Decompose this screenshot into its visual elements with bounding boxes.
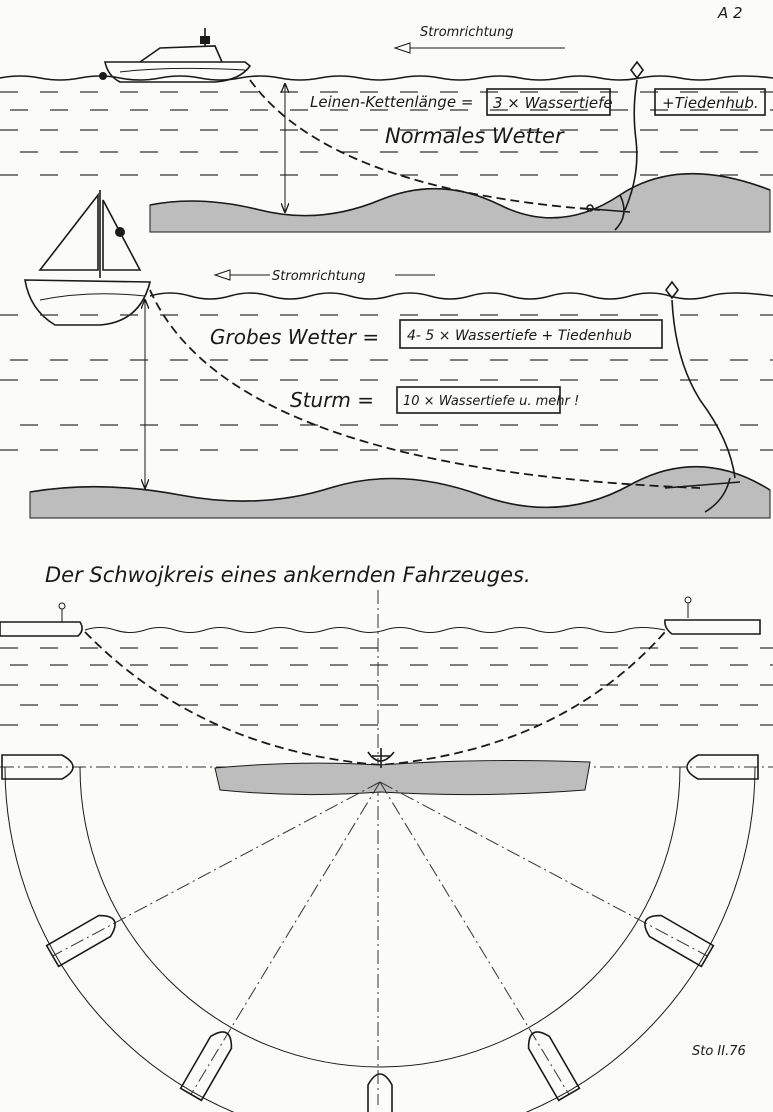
outer-swing-arc bbox=[4, 766, 756, 1112]
boat-right-icon bbox=[664, 596, 761, 635]
water-surface bbox=[84, 627, 666, 633]
water-surface bbox=[149, 292, 773, 300]
inner-swing-arc bbox=[79, 766, 681, 1068]
tide-box bbox=[654, 88, 766, 116]
rough-weather-label: Grobes Wetter = bbox=[210, 325, 379, 349]
boat-left-icon bbox=[0, 602, 83, 637]
sheet-label: A 2 bbox=[717, 4, 743, 22]
swinging-boat-icon bbox=[686, 754, 759, 780]
radial-line bbox=[379, 781, 570, 1095]
current-arrow-icon bbox=[213, 269, 435, 281]
chain-length-label: Leinen-Kettenlänge = bbox=[310, 93, 473, 111]
sailboat-icon bbox=[24, 190, 152, 326]
normal-weather-title: Normales Wetter bbox=[385, 124, 565, 148]
swinging-boat-icon bbox=[367, 1073, 393, 1112]
anchor-chain bbox=[84, 631, 666, 766]
anchor-chain bbox=[249, 79, 601, 211]
swinging-boat-icon bbox=[527, 1031, 581, 1102]
tide-label: +Tiedenhub. bbox=[662, 94, 759, 112]
anchor-icon bbox=[367, 748, 395, 768]
buoy-icon bbox=[665, 280, 736, 479]
swinging-boat-icon bbox=[644, 914, 715, 968]
radial-line bbox=[379, 781, 708, 957]
swinging-boat-icon bbox=[179, 1031, 233, 1102]
swing-arcs bbox=[1, 754, 759, 1112]
formula-box bbox=[486, 88, 611, 116]
swinging-boat-icon bbox=[45, 914, 116, 968]
water-dashes bbox=[0, 647, 773, 726]
section-rough-weather: Stromrichtung Grobes Wetter = 4- 5 × Was… bbox=[0, 190, 773, 519]
storm-formula-box bbox=[396, 386, 561, 414]
water-dashes bbox=[0, 314, 773, 451]
water-dashes bbox=[0, 91, 773, 176]
anchor-icon bbox=[579, 194, 631, 231]
storm-formula-value: 10 × Wassertiefe u. mehr ! bbox=[403, 394, 579, 409]
section-normal-weather: Stromrichtung bbox=[0, 25, 773, 233]
anchor-icon bbox=[664, 477, 741, 513]
formula-value: 3 × Wassertiefe bbox=[493, 94, 613, 112]
anchor-chain bbox=[149, 289, 701, 489]
seabed bbox=[214, 760, 591, 796]
radial-line bbox=[190, 781, 381, 1095]
rough-formula-box bbox=[399, 319, 663, 349]
section-swing-circle: Der Schwojkreis eines ankernden Fahrzeug… bbox=[0, 563, 773, 1112]
rough-formula-value: 4- 5 × Wassertiefe + Tiedenhub bbox=[407, 328, 632, 344]
storm-label: Sturm = bbox=[290, 388, 374, 412]
motorboat-icon bbox=[99, 28, 252, 83]
current-direction-label: Stromrichtung bbox=[272, 269, 365, 284]
current-direction-label: Stromrichtung bbox=[420, 25, 513, 40]
signature: Sto II.76 bbox=[692, 1044, 746, 1059]
radial-line bbox=[52, 781, 381, 957]
swinging-boat-icon bbox=[1, 754, 74, 780]
seabed bbox=[29, 465, 771, 519]
buoy-icon bbox=[624, 60, 644, 211]
swing-circle-title: Der Schwojkreis eines ankernden Fahrzeug… bbox=[45, 563, 531, 587]
seabed bbox=[149, 172, 771, 233]
current-arrow-icon bbox=[393, 42, 565, 54]
